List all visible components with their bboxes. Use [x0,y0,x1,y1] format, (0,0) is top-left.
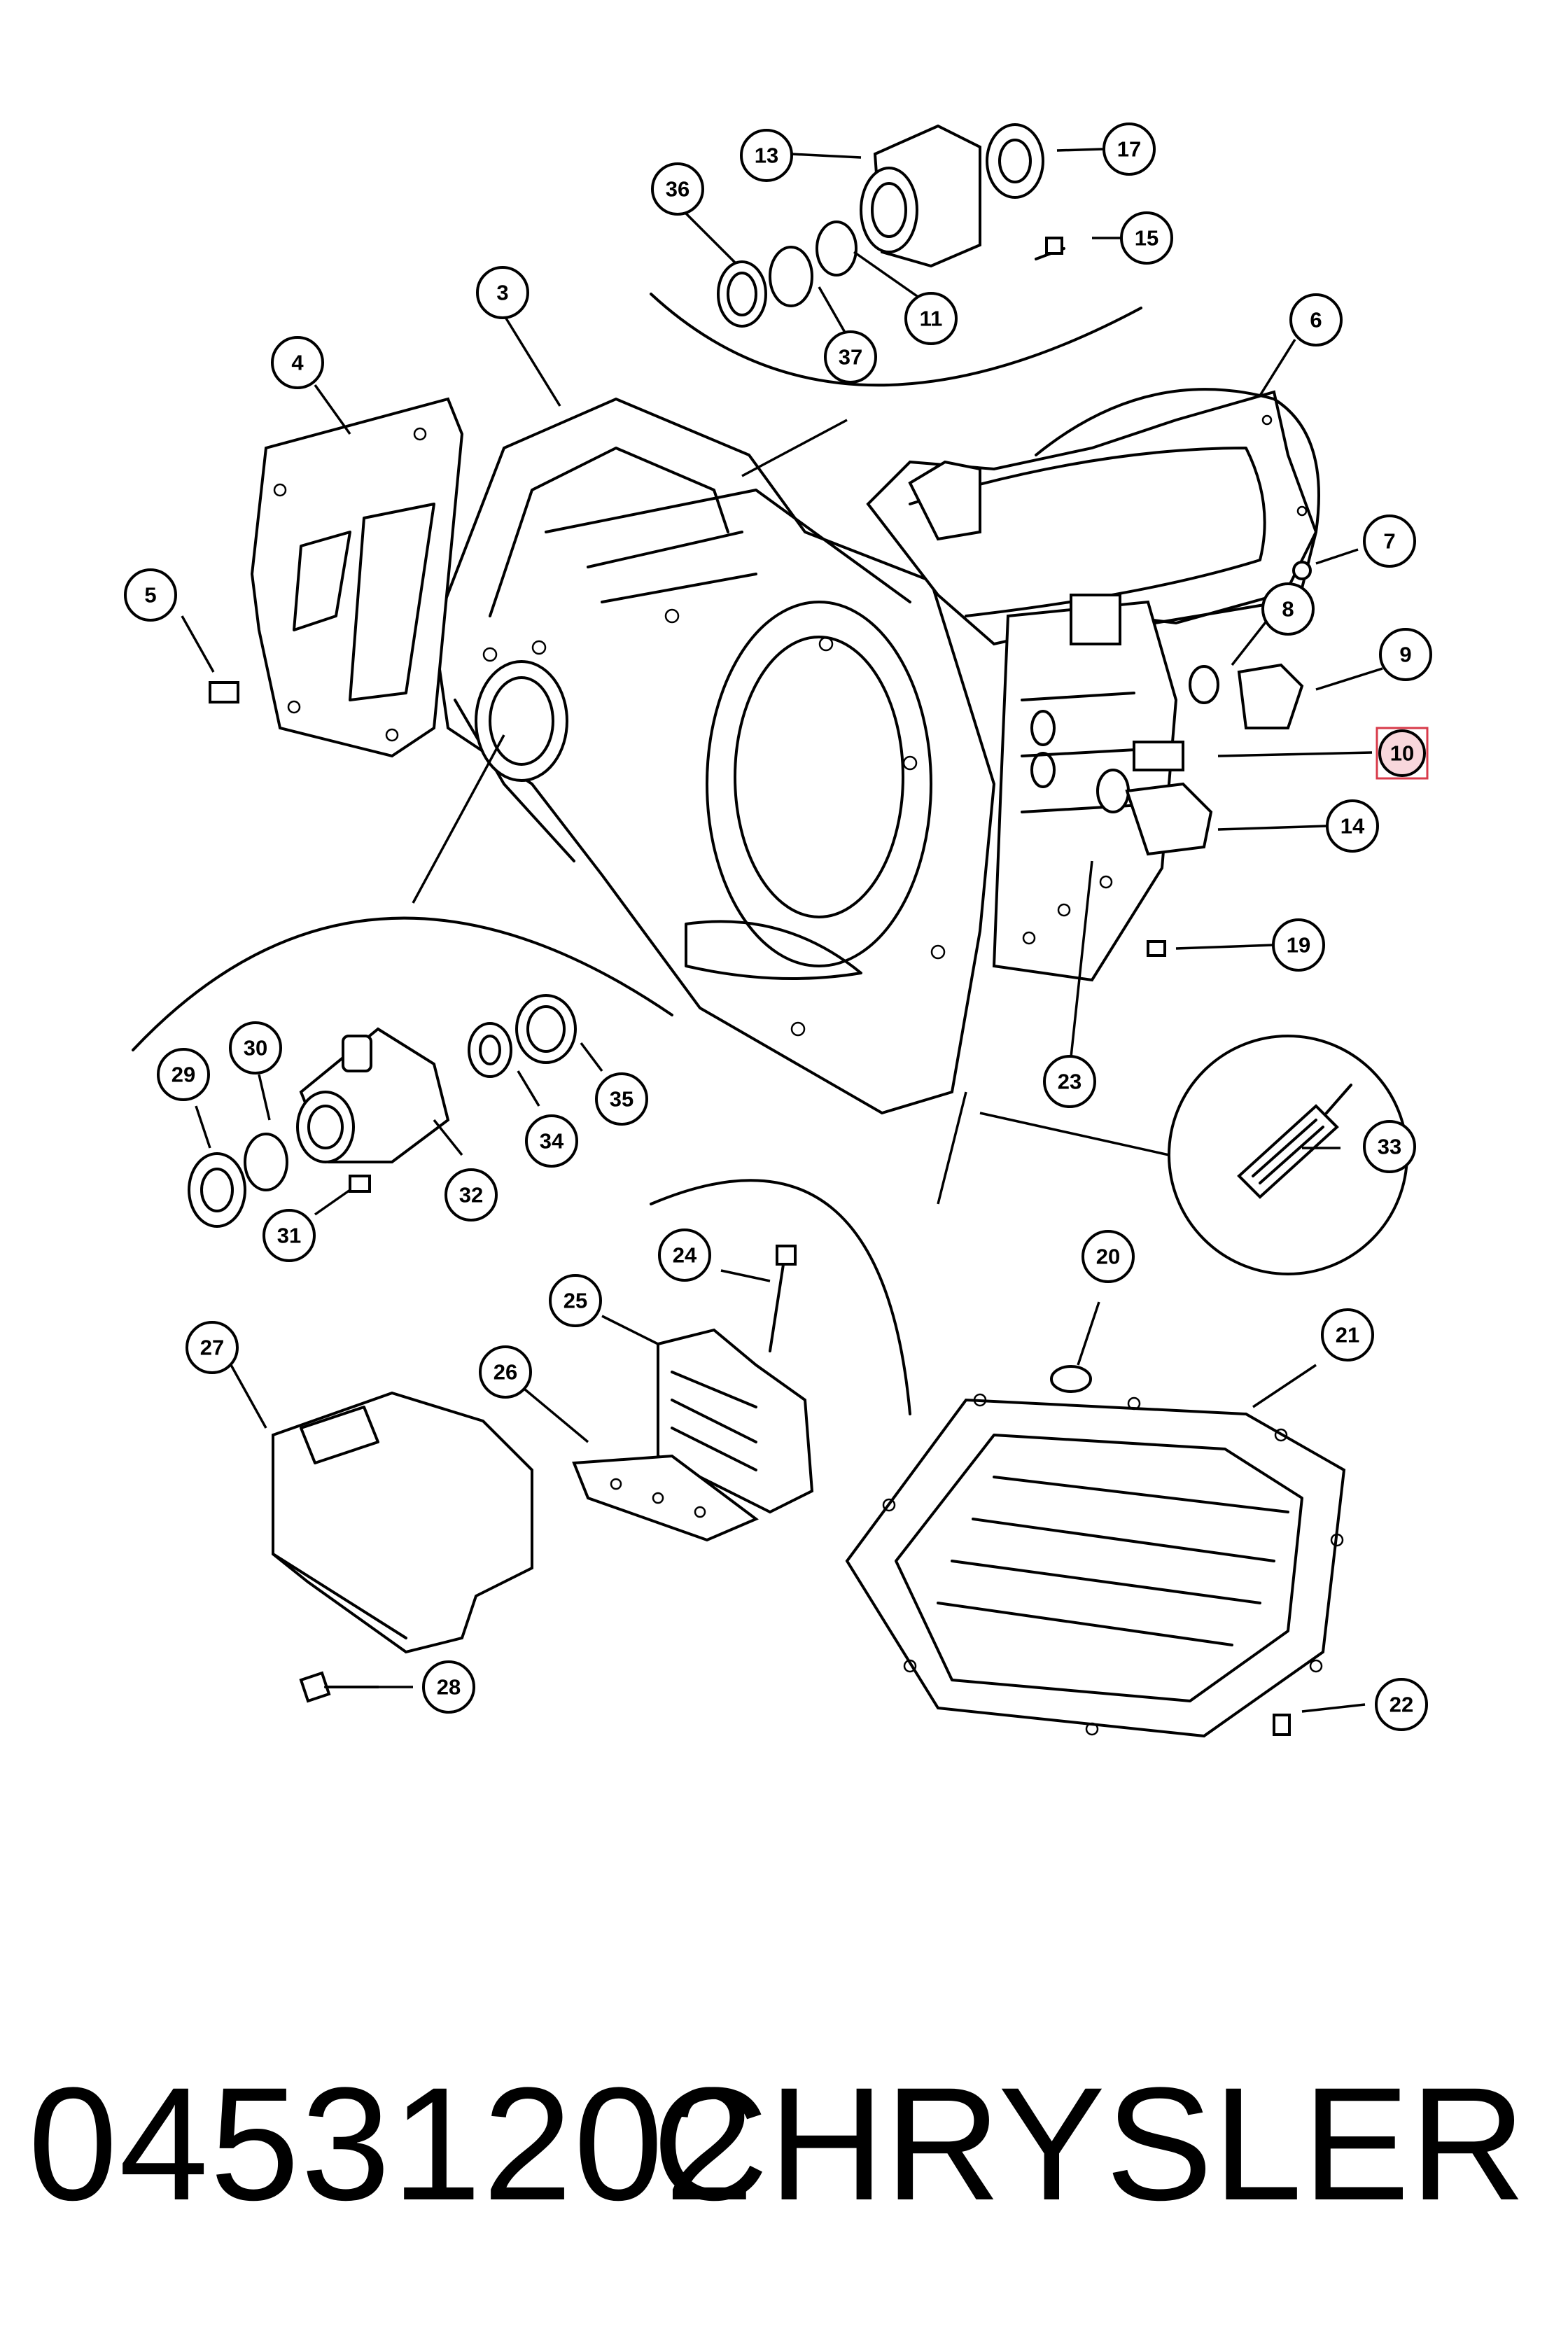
callout-22[interactable]: 22 [1375,1678,1428,1731]
svg-text:14: 14 [1340,814,1365,839]
svg-text:32: 32 [459,1183,483,1208]
svg-text:5: 5 [144,583,156,608]
svg-text:13: 13 [755,144,778,168]
footer: 04531202 CHRYSLER [0,2051,1568,2261]
spring-insert-33 [1237,1084,1352,1199]
callout-37[interactable]: 37 [824,330,877,384]
svg-text:11: 11 [920,307,943,331]
callout-19[interactable]: 19 [1272,918,1325,972]
solenoid-sensors [1096,663,1304,957]
svg-text:19: 19 [1287,933,1310,958]
callout-21[interactable]: 21 [1321,1308,1374,1362]
transaxle-case [432,390,1318,1115]
callout-15[interactable]: 15 [1120,211,1173,265]
svg-text:34: 34 [540,1129,564,1154]
svg-text:10: 10 [1390,741,1414,766]
highlight-box [1376,727,1429,780]
callout-34[interactable]: 34 [525,1114,578,1168]
svg-text:17: 17 [1117,137,1141,162]
callout-23[interactable]: 23 [1043,1055,1096,1108]
svg-text:6: 6 [1310,308,1322,332]
callout-20[interactable]: 20 [1082,1230,1135,1283]
callout-4[interactable]: 4 [271,336,324,389]
callout-29[interactable]: 29 [157,1048,210,1101]
svg-text:27: 27 [200,1336,224,1360]
callout-33[interactable]: 33 [1363,1120,1416,1173]
svg-text:23: 23 [1058,1070,1082,1094]
svg-text:20: 20 [1096,1245,1120,1269]
bottom-left-parts [272,1245,814,1703]
callout-5[interactable]: 5 [124,568,177,622]
svg-text:30: 30 [244,1036,267,1060]
callout-6[interactable]: 6 [1289,293,1343,346]
callout-13[interactable]: 13 [740,129,793,182]
output-bearing-parts [717,123,1065,328]
svg-text:35: 35 [610,1087,634,1112]
callout-26[interactable]: 26 [479,1345,532,1399]
callout-7[interactable]: 7 [1363,514,1416,568]
brand-name: CHRYSLER [652,2054,1526,2234]
callout-14[interactable]: 14 [1326,799,1379,853]
svg-text:36: 36 [666,177,690,202]
svg-text:8: 8 [1282,597,1294,622]
leader-lines [181,148,1383,1713]
svg-text:3: 3 [496,281,508,305]
callout-31[interactable]: 31 [262,1209,316,1262]
callout-30[interactable]: 30 [229,1021,282,1074]
callout-8[interactable]: 8 [1261,582,1315,636]
callout-10[interactable]: 10 [1378,729,1426,777]
svg-text:25: 25 [564,1289,587,1313]
exploded-parts-diagram: 13 17 36 15 11 37 3 4 6 7 5 8 9 10 14 19… [124,122,1432,1738]
callouts: 13 17 36 15 11 37 3 4 6 7 5 8 9 10 14 19… [124,122,1432,1731]
svg-text:28: 28 [437,1675,461,1700]
svg-text:29: 29 [172,1063,195,1087]
svg-text:31: 31 [277,1224,301,1248]
svg-text:15: 15 [1135,226,1158,251]
callout-17[interactable]: 17 [1102,122,1156,176]
callout-28[interactable]: 28 [422,1660,475,1714]
svg-text:22: 22 [1390,1693,1413,1717]
svg-text:26: 26 [493,1360,517,1385]
svg-text:7: 7 [1383,529,1395,554]
svg-text:21: 21 [1336,1323,1359,1348]
callout-11[interactable]: 11 [904,292,958,345]
callout-36[interactable]: 36 [651,162,704,216]
cover-gasket-4 [209,397,464,758]
cooler-fitting-parts [188,994,577,1228]
callout-3[interactable]: 3 [476,266,529,319]
callout-32[interactable]: 32 [444,1168,498,1222]
callout-25[interactable]: 25 [549,1274,602,1327]
svg-text:24: 24 [673,1243,697,1268]
callout-35[interactable]: 35 [595,1072,648,1126]
part-number: 04531202 [28,2054,756,2234]
gasket-6 [1035,388,1320,624]
callout-27[interactable]: 27 [186,1321,239,1374]
svg-text:33: 33 [1378,1135,1401,1159]
svg-text:4: 4 [291,351,304,375]
callout-9[interactable]: 9 [1379,628,1432,681]
oil-pan-21 [845,1365,1346,1738]
svg-text:9: 9 [1399,643,1411,667]
svg-text:37: 37 [839,345,862,370]
callout-24[interactable]: 24 [658,1228,711,1282]
